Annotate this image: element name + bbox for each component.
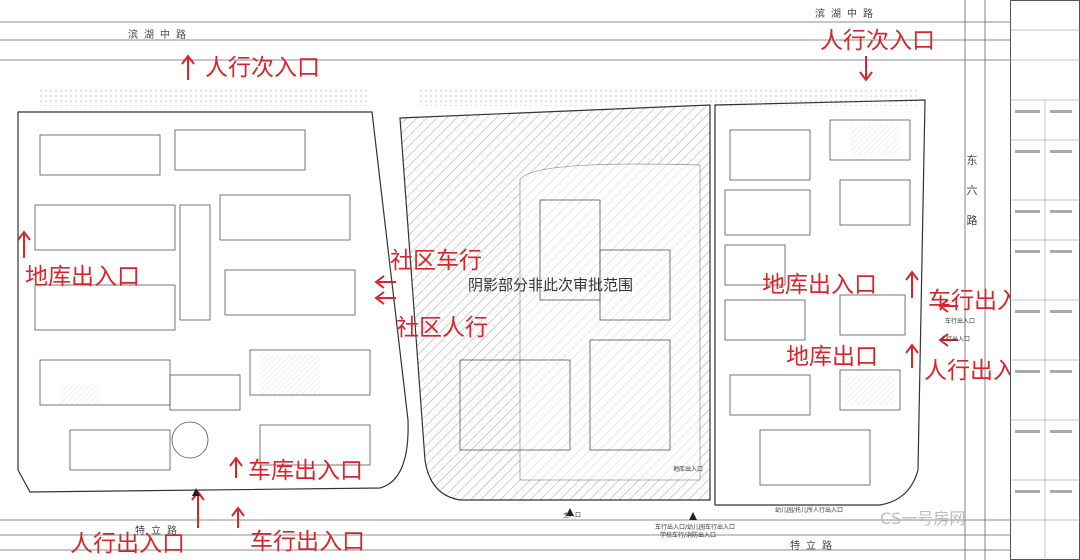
small-school-gate-2: 学校车行/消防出入口 <box>660 532 717 539</box>
entrance-markers <box>192 488 697 520</box>
left-block-buildings <box>34 129 371 471</box>
right-block-buildings <box>724 119 911 486</box>
label-vehicle-bottom: 车行出入口 <box>250 529 365 555</box>
label-community-pedestrian: 社区人行 <box>396 315 488 341</box>
watermark: CS一号房网 <box>880 509 966 528</box>
arrow-icon <box>905 343 919 368</box>
shaded-area-note: 阴影部分非此次审批范围 <box>468 276 634 294</box>
roundabout-left <box>171 421 209 459</box>
arrow-icon <box>229 456 243 478</box>
small-pedestrian: 人行出入口 <box>940 336 971 343</box>
label-pedestrian-secondary-left: 人行次入口 <box>205 55 320 81</box>
right-block-courtyards <box>845 125 900 405</box>
label-car-garage: 车库出入口 <box>248 458 363 484</box>
road-lines <box>0 0 1010 560</box>
road-name-right-1: 东 <box>966 154 978 167</box>
arrow-icon <box>181 54 195 80</box>
tree-rows <box>40 88 920 106</box>
label-garage-right: 地库出入口 <box>762 272 877 298</box>
arrow-icon <box>938 333 958 347</box>
drawing-title-block <box>1010 0 1080 560</box>
triangle-icon <box>566 508 574 516</box>
road-name-right-2: 六 <box>966 184 978 197</box>
small-main-entrance: 主入口 <box>563 512 582 519</box>
road-name-bottom-right: 特立路 <box>790 541 838 552</box>
label-garage-left: 地库出入口 <box>25 264 140 290</box>
road-name-top-left: 滨湖中路 <box>128 30 192 41</box>
small-kindergarten: 幼儿园/托儿所人行出入口 <box>775 507 844 514</box>
label-community-vehicle: 社区车行 <box>390 248 482 274</box>
small-garage-entrance: 地库出入口 <box>673 466 704 473</box>
small-vehicle: 车行出入口 <box>945 318 976 325</box>
arrow-icon <box>191 490 205 528</box>
arrow-icon <box>17 230 31 258</box>
triangle-icon <box>192 488 200 496</box>
road-name-right-3: 路 <box>966 214 978 227</box>
road-name-top-right: 滨湖中路 <box>815 9 879 20</box>
triangle-icon <box>689 512 697 520</box>
left-block <box>17 111 409 493</box>
small-school-gate: 车行出入口/幼儿园车行出入口 <box>655 524 736 531</box>
label-pedestrian-secondary-right: 人行次入口 <box>820 28 935 54</box>
arrow-icon <box>374 291 396 305</box>
arrow-icon <box>859 56 873 82</box>
arrow-icon <box>231 506 245 528</box>
arrow-icon <box>938 299 958 313</box>
right-block <box>714 99 926 506</box>
arrow-icon <box>905 270 919 298</box>
label-garage-exit-right: 地库出口 <box>786 344 878 370</box>
left-block-courtyards <box>60 355 320 405</box>
shaded-block <box>399 104 711 501</box>
red-arrows <box>17 54 958 528</box>
label-pedestrian-bottom: 人行出入口 <box>70 531 185 557</box>
road-name-bottom-left: 特立路 <box>135 526 183 537</box>
arrow-icon <box>374 275 396 289</box>
